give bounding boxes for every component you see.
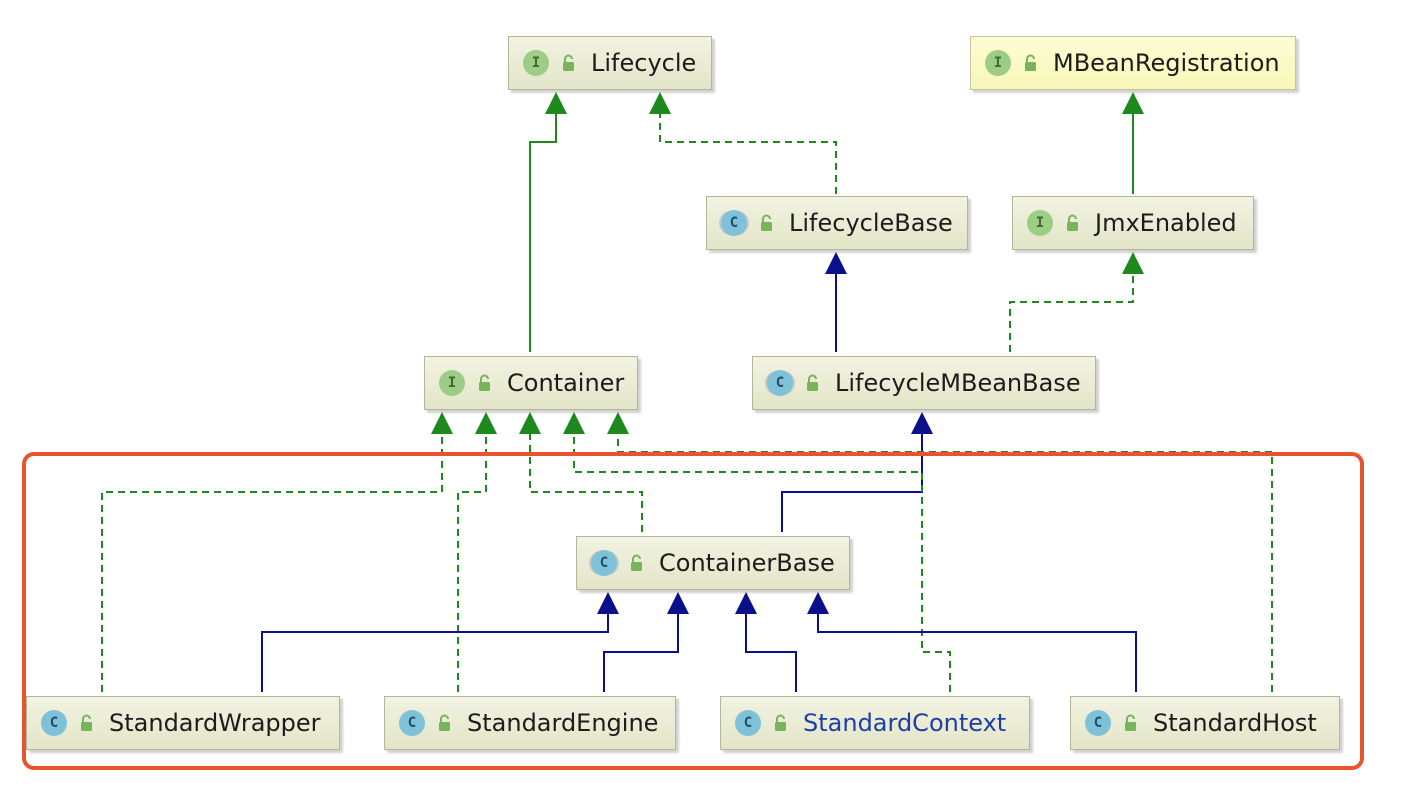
public-access-icon xyxy=(1025,54,1036,71)
arrowhead xyxy=(667,592,689,614)
edge-container-to-lifecycle xyxy=(529,112,557,352)
arrowhead xyxy=(519,412,541,434)
node-standard-engine[interactable]: C StandardEngine xyxy=(384,696,676,750)
edge-standardwrapper-to-containerbase xyxy=(261,612,609,692)
arrowhead xyxy=(1122,252,1144,274)
node-lifecycle[interactable]: I Lifecycle xyxy=(508,36,712,90)
interface-icon: I xyxy=(439,370,465,396)
public-access-icon xyxy=(563,54,574,71)
arrowhead xyxy=(1122,92,1144,114)
class-icon: C xyxy=(735,710,761,736)
node-label: LifecycleMBeanBase xyxy=(835,369,1081,397)
public-access-icon xyxy=(775,714,786,731)
arrowhead xyxy=(735,592,757,614)
node-label: Lifecycle xyxy=(591,49,697,77)
node-label: JmxEnabled xyxy=(1095,209,1237,237)
node-container-base[interactable]: C ContainerBase xyxy=(576,536,850,590)
node-label: StandardHost xyxy=(1153,709,1317,737)
edge-standardengine-to-container xyxy=(457,432,487,692)
arrowhead xyxy=(431,412,453,434)
node-mbean-registration[interactable]: I MBeanRegistration xyxy=(970,36,1296,90)
abstract-class-icon: C xyxy=(767,370,793,396)
edge-standardhost-to-containerbase xyxy=(817,612,1137,692)
arrowhead xyxy=(545,92,567,114)
class-icon: C xyxy=(41,710,67,736)
public-access-icon xyxy=(81,714,92,731)
abstract-class-icon: C xyxy=(591,550,617,576)
node-label: Container xyxy=(507,369,625,397)
edge-lifecyclembeanbase-to-jmxenabled xyxy=(1009,272,1134,352)
node-standard-wrapper[interactable]: C StandardWrapper xyxy=(26,696,340,750)
interface-icon: I xyxy=(985,50,1011,76)
public-access-icon xyxy=(439,714,450,731)
public-access-icon xyxy=(631,554,642,571)
interface-icon: I xyxy=(1027,210,1053,236)
arrowhead xyxy=(649,92,671,114)
edge-standardengine-to-containerbase xyxy=(603,612,679,692)
arrowhead xyxy=(563,412,585,434)
edge-containerbase-to-container xyxy=(529,432,643,532)
selection-highlight-frame xyxy=(22,452,1364,770)
node-standard-host[interactable]: C StandardHost xyxy=(1070,696,1340,750)
class-icon: C xyxy=(1085,710,1111,736)
node-lifecycle-base[interactable]: C LifecycleBase xyxy=(706,196,968,250)
public-access-icon xyxy=(1067,214,1078,231)
interface-icon: I xyxy=(523,50,549,76)
edge-containerbase-to-lifecyclembeanbase xyxy=(781,432,923,532)
arrowhead xyxy=(807,592,829,614)
node-container[interactable]: I Container xyxy=(424,356,638,410)
edge-standardwrapper-to-container xyxy=(101,432,443,692)
node-label: StandardEngine xyxy=(467,709,659,737)
edge-standardcontext-to-containerbase xyxy=(745,612,797,692)
node-label: StandardContext xyxy=(803,709,1007,737)
abstract-class-icon: C xyxy=(721,210,747,236)
node-lifecycle-mbean-base[interactable]: C LifecycleMBeanBase xyxy=(752,356,1096,410)
public-access-icon xyxy=(479,374,490,391)
node-label: StandardWrapper xyxy=(109,709,321,737)
arrowhead xyxy=(911,412,933,434)
edge-lifecyclebase-to-lifecycle xyxy=(659,112,837,194)
arrowhead xyxy=(607,412,629,434)
public-access-icon xyxy=(1125,714,1136,731)
edge-standardcontext-to-container xyxy=(573,432,951,692)
arrowhead xyxy=(825,252,847,274)
class-icon: C xyxy=(399,710,425,736)
arrowhead xyxy=(475,412,497,434)
node-standard-context[interactable]: C StandardContext xyxy=(720,696,1030,750)
node-label: LifecycleBase xyxy=(789,209,953,237)
node-jmx-enabled[interactable]: I JmxEnabled xyxy=(1012,196,1254,250)
node-label: MBeanRegistration xyxy=(1053,49,1280,77)
public-access-icon xyxy=(807,374,818,391)
node-label: ContainerBase xyxy=(659,549,835,577)
public-access-icon xyxy=(761,214,772,231)
arrowhead xyxy=(597,592,619,614)
